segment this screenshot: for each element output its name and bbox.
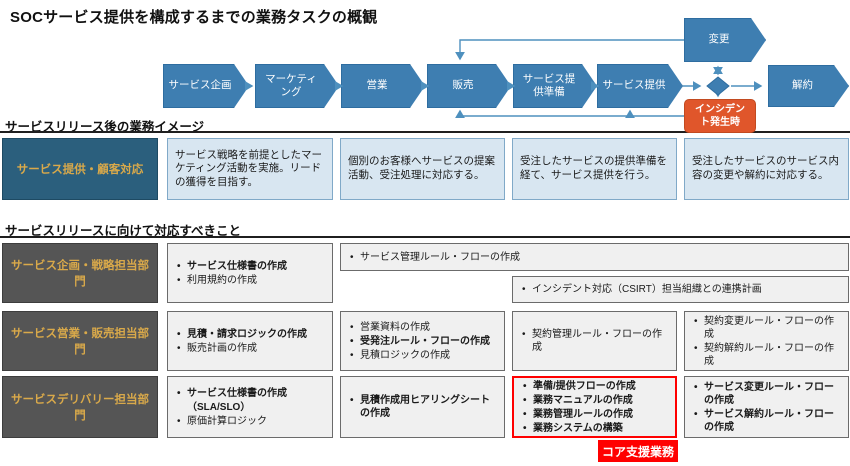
flow-step-sales: 営業 <box>341 64 425 108</box>
list-item: 契約管理ルール・フローの作成 <box>520 328 669 354</box>
row-header-sales-dept: サービス営業・販売担当部門 <box>2 311 158 371</box>
list-item: 販売計画の作成 <box>175 342 325 355</box>
row-header-label: サービス提供・顧客対応 <box>16 164 144 176</box>
list-item: 原価計算ロジック <box>175 415 325 428</box>
list-item: 業務管理ルールの作成 <box>521 408 668 421</box>
flow-step-label: サービス提供準備 <box>522 72 576 98</box>
list-item: 契約解約ルール・フローの作成 <box>692 342 841 368</box>
s1-cell-proposal: 個別のお客様へサービスの提案活動、受注処理に対応する。 <box>340 138 505 200</box>
delivery-cell-core-support: 準備/提供フローの作成 業務マニュアルの作成 業務管理ルールの作成 業務システム… <box>512 376 677 438</box>
page-title: SOCサービス提供を構成するまでの業務タスクの概観 <box>10 9 378 26</box>
cell-text: サービス戦略を前提としたマーケティング活動を実施。リードの獲得を目指す。 <box>175 148 322 188</box>
section1-divider <box>0 131 850 133</box>
list-item: 業務マニュアルの作成 <box>521 394 668 407</box>
list-item: サービス解約ルール・フローの作成 <box>692 408 841 434</box>
flow-step-change: 変更 <box>684 18 766 62</box>
list-item: 見積・請求ロジックの作成 <box>175 328 325 341</box>
flow-step-service-provision: サービス提供 <box>597 64 683 108</box>
flow-step-label: 販売 <box>452 79 474 92</box>
list-item: サービス仕様書の作成 <box>175 387 325 400</box>
flow-step-selling: 販売 <box>427 64 511 108</box>
row-header-label: サービス営業・販売担当部門 <box>11 328 149 356</box>
row-header-service-customer: サービス提供・顧客対応 <box>2 138 158 200</box>
list-item: サービス仕様書の作成 <box>175 260 325 273</box>
list-item: サービス変更ルール・フローの作成 <box>692 381 841 407</box>
delivery-cell-2: 見積作成用ヒアリングシートの作成 <box>340 376 505 438</box>
section1-label: サービスリリース後の業務イメージ <box>5 120 205 134</box>
sales-cell-3: 契約管理ルール・フローの作成 <box>512 311 677 371</box>
row-header-label: サービス企画・戦略担当部門 <box>11 260 149 288</box>
list-item: 見積ロジックの作成 <box>348 349 497 362</box>
planning-cell-1: サービス仕様書の作成 利用規約の作成 <box>167 243 333 303</box>
sales-cell-2: 営業資料の作成 受発注ルール・フローの作成 見積ロジックの作成 <box>340 311 505 371</box>
list-item: サービス管理ルール・フローの作成 <box>348 251 841 264</box>
flow-step-label: サービス提供 <box>602 79 666 92</box>
flow-step-label: サービス企画 <box>168 79 232 92</box>
list-item: 見積作成用ヒアリングシートの作成 <box>348 394 497 420</box>
core-support-label: コア支援業務 <box>601 444 674 459</box>
flow-step-label: 営業 <box>366 79 388 92</box>
flow-step-label: マーケティング <box>265 72 317 98</box>
list-item: （SLA/SLO） <box>187 401 251 413</box>
row-header-label: サービスデリバリー担当部門 <box>11 394 149 422</box>
flow-step-service-planning: サービス企画 <box>163 64 249 108</box>
section2-divider <box>0 236 850 238</box>
list-item: 営業資料の作成 <box>348 321 497 334</box>
s1-cell-change-cancel: 受注したサービスのサービス内容の変更や解約に対応する。 <box>684 138 849 200</box>
row-header-delivery-dept: サービスデリバリー担当部門 <box>2 376 158 438</box>
list-item: インシデント対応（CSIRT）担当組織との連携計画 <box>520 283 841 296</box>
planning-wide-cell-csirt: インシデント対応（CSIRT）担当組織との連携計画 <box>512 276 849 303</box>
delivery-cell-1: サービス仕様書の作成 （SLA/SLO） 原価計算ロジック <box>167 376 333 438</box>
sales-cell-1: 見積・請求ロジックの作成 販売計画の作成 <box>167 311 333 371</box>
list-item: 受発注ルール・フローの作成 <box>348 335 497 348</box>
s1-cell-marketing: サービス戦略を前提としたマーケティング活動を実施。リードの獲得を目指す。 <box>167 138 333 200</box>
core-support-tag: コア支援業務 <box>598 440 678 462</box>
flow-step-label: 解約 <box>792 79 813 92</box>
list-item: 利用規約の作成 <box>175 274 325 287</box>
flow-step-service-prep: サービス提供準備 <box>513 64 597 108</box>
delivery-cell-4: サービス変更ルール・フローの作成 サービス解約ルール・フローの作成 <box>684 376 849 438</box>
s1-cell-provision: 受注したサービスの提供準備を経て、サービス提供を行う。 <box>512 138 677 200</box>
planning-wide-cell-rules: サービス管理ルール・フローの作成 <box>340 243 849 271</box>
incident-label: インシデント発生時 <box>695 104 745 128</box>
decision-diamond <box>706 76 730 96</box>
sales-cell-4: 契約変更ルール・フローの作成 契約解約ルール・フローの作成 <box>684 311 849 371</box>
cell-text: 受注したサービスのサービス内容の変更や解約に対応する。 <box>692 155 839 181</box>
cell-text: 個別のお客様へサービスの提案活動、受注処理に対応する。 <box>348 155 495 181</box>
list-item: 業務システムの構築 <box>521 422 668 435</box>
flow-step-label: 変更 <box>708 33 730 46</box>
section2-label: サービスリリースに向けて対応すべきこと <box>5 224 242 238</box>
cell-text: 受注したサービスの提供準備を経て、サービス提供を行う。 <box>520 155 667 181</box>
list-item: 契約変更ルール・フローの作成 <box>692 315 841 341</box>
incident-trigger-box: インシデント発生時 <box>684 99 756 133</box>
list-item: 準備/提供フローの作成 <box>521 380 668 393</box>
flow-step-marketing: マーケティング <box>255 64 339 108</box>
flow-step-termination: 解約 <box>768 65 849 107</box>
row-header-planning-dept: サービス企画・戦略担当部門 <box>2 243 158 303</box>
